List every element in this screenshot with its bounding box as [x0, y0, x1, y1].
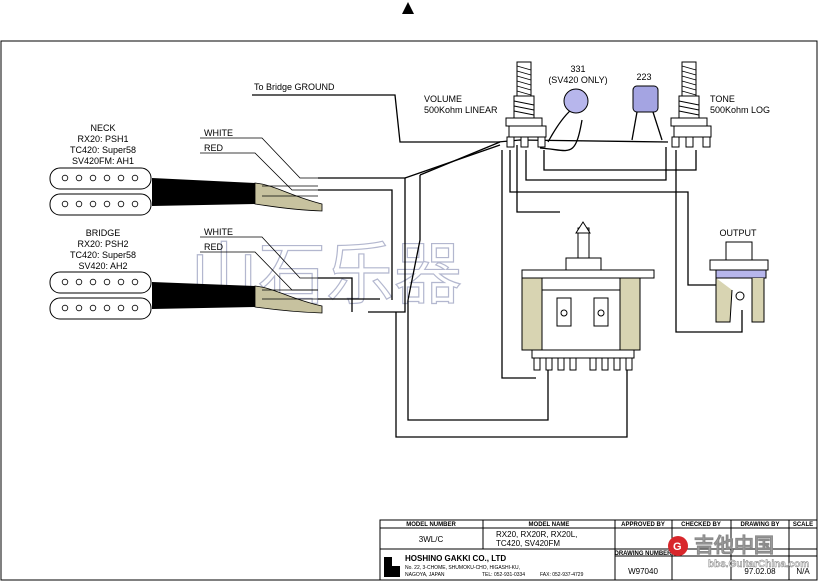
- model-number-header: MODEL NUMBER: [406, 522, 456, 528]
- scale-value: N/A: [796, 567, 810, 576]
- company-address-2: NAGOYA, JAPAN: [405, 572, 445, 578]
- cap-223: 223: [632, 72, 659, 113]
- cap-223-value: 223: [636, 72, 651, 82]
- drawing-by-header: DRAWING BY: [741, 522, 780, 528]
- drawing-number-header: DRAWING NUMBER: [615, 551, 673, 557]
- bridge-title: BRIDGE: [86, 228, 121, 238]
- up-arrow-icon: [402, 2, 414, 14]
- hoshino-logo-icon: [384, 557, 400, 577]
- model-name-header: MODEL NAME: [529, 522, 570, 528]
- bridge-pole-pieces: [61, 278, 139, 312]
- output-label: OUTPUT: [720, 228, 758, 238]
- bridge-white-label: WHITE: [204, 227, 233, 237]
- watermark-logo-url: bbs.GuitarChina.com: [708, 559, 809, 570]
- svg-text:G: G: [673, 541, 682, 553]
- neck-white-label: WHITE: [204, 128, 233, 138]
- volume-value: 500Kohm LINEAR: [424, 105, 498, 115]
- company-name: HOSHINO GAKKI CO., LTD: [405, 554, 506, 563]
- wiring: [252, 94, 743, 438]
- bridge-cable-shield: [254, 285, 323, 314]
- checked-by-header: CHECKED BY: [681, 522, 721, 528]
- company-fax: FAX: 052-937-4729: [540, 572, 584, 578]
- drawing-number: W97040: [628, 567, 658, 576]
- output-jack: OUTPUT: [709, 228, 769, 323]
- cap-331-value: 331: [570, 64, 585, 74]
- neck-model-3: SV420FM: AH1: [72, 156, 134, 166]
- bridge-ground-label: To Bridge GROUND: [254, 82, 335, 92]
- bridge-model-2: TC420: Super58: [70, 250, 136, 260]
- bridge-model-1: RX20: PSH2: [77, 239, 128, 249]
- tone-title: TONE: [710, 94, 735, 104]
- guitarchina-watermark: G 吉他中国 bbs.GuitarChina.com: [668, 533, 809, 570]
- neck-cable-shield: [254, 182, 323, 212]
- volume-title: VOLUME: [424, 94, 462, 104]
- neck-coil-2: [49, 193, 152, 216]
- tone-value: 500Kohm LOG: [710, 105, 770, 115]
- bridge-model-3: SV420: AH2: [78, 261, 127, 271]
- model-number: 3WL/C: [419, 535, 444, 544]
- model-name-2: TC420, SV420FM: [496, 539, 560, 548]
- bridge-coil-1: [49, 271, 152, 294]
- title-block: MODEL NUMBER 3WL/C MODEL NAME RX20, RX20…: [379, 519, 818, 581]
- volume-pot: VOLUME 500Kohm LINEAR: [424, 61, 547, 148]
- watermark-logo-text: 吉他中国: [694, 533, 774, 557]
- bridge-coil-2: [49, 297, 152, 320]
- scale-header: SCALE: [793, 522, 813, 528]
- bridge-red-label: RED: [204, 242, 224, 252]
- guitarchina-logo-icon: [668, 536, 688, 556]
- switch-tab-left: [521, 277, 543, 351]
- switch-tab-right: [619, 277, 641, 351]
- tone-pot: TONE 500Kohm LOG: [670, 61, 770, 148]
- drawing-date: 97.02.08: [744, 567, 776, 576]
- cap-331-note: (SV420 ONLY): [548, 75, 607, 85]
- model-name-1: RX20, RX20R, RX20L,: [496, 530, 577, 539]
- cap-331: 331 (SV420 ONLY): [548, 64, 608, 114]
- company-tel: TEL: 052-931-0334: [482, 572, 525, 578]
- pickup-selector-switch: [521, 221, 655, 371]
- approved-by-header: APPROVED BY: [621, 522, 665, 528]
- neck-model-2: TC420: Super58: [70, 145, 136, 155]
- neck-red-label: RED: [204, 143, 224, 153]
- bridge-pickup: BRIDGE RX20: PSH2 TC420: Super58 SV420: …: [49, 227, 323, 320]
- neck-coil-1: [49, 167, 152, 190]
- bridge-cable: [152, 282, 255, 309]
- neck-cable: [152, 178, 255, 206]
- cap-223-body: [632, 85, 659, 113]
- neck-model-1: RX20: PSH1: [77, 134, 128, 144]
- company-address-1: No. 22, 3-CHOME, SHUMOKU-CHO, HIGASHI-KU…: [405, 565, 520, 571]
- neck-title: NECK: [90, 123, 115, 133]
- neck-pole-pieces: [61, 174, 139, 208]
- neck-pickup: NECK RX20: PSH1 TC420: Super58 SV420FM: …: [49, 123, 323, 216]
- cap-331-body: [563, 88, 589, 114]
